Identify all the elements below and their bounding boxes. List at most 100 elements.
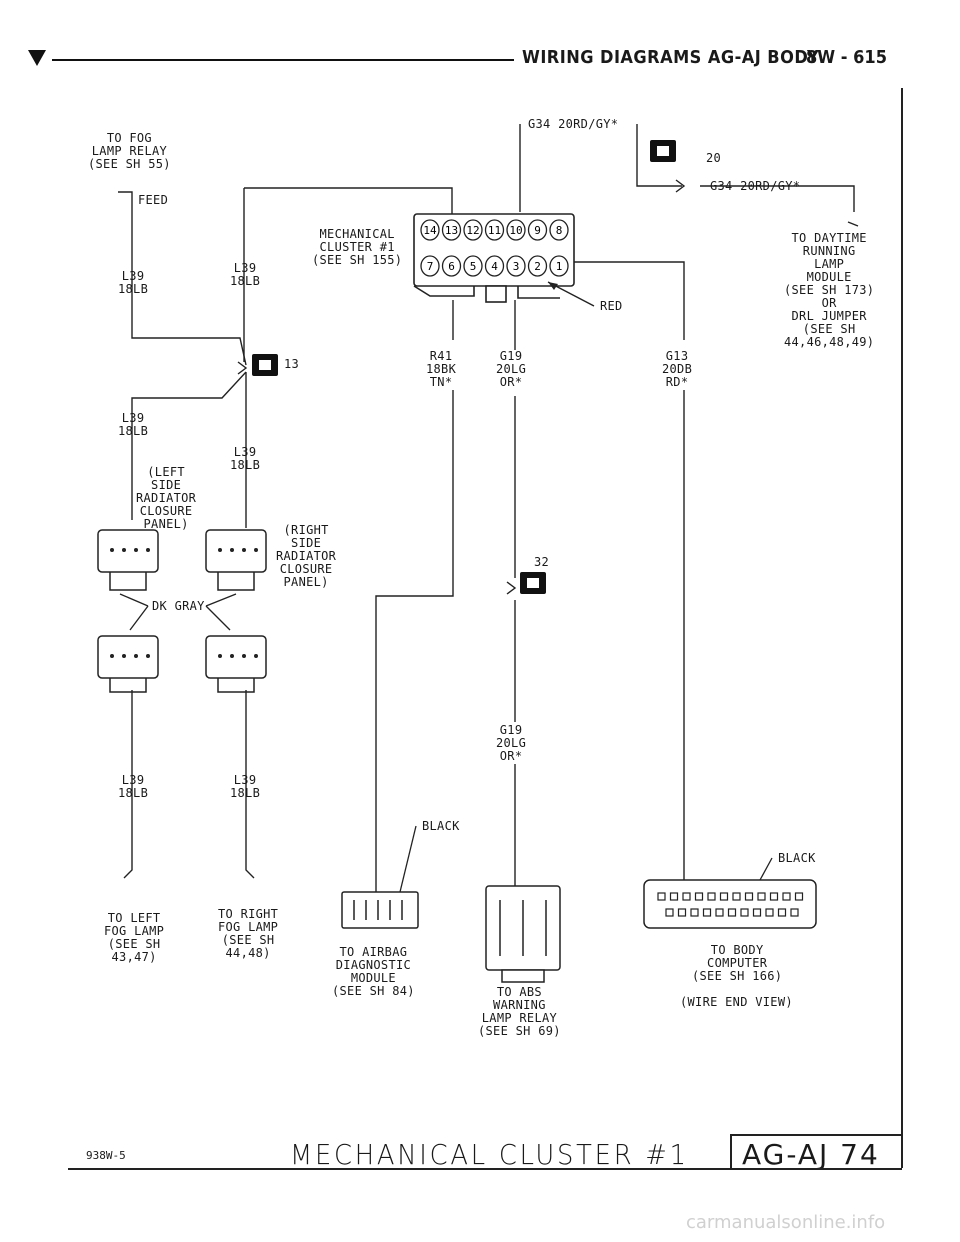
wire-cluster-top bbox=[244, 187, 453, 218]
body-computer-connector bbox=[643, 879, 817, 929]
wire-l39-feed bbox=[118, 191, 247, 366]
diagram-frame bbox=[68, 88, 903, 1168]
connector-pin bbox=[527, 255, 548, 277]
connector-pin bbox=[549, 255, 569, 277]
connector-cavity bbox=[677, 908, 687, 917]
connector-cavity bbox=[782, 892, 791, 901]
label-g34-right: G34 20RD/GY* bbox=[710, 179, 801, 193]
label-black-body: BLACK bbox=[778, 851, 816, 865]
connector-pin-label: 1 bbox=[556, 260, 563, 273]
label-g13: G13 20DB RD* bbox=[662, 349, 693, 389]
label-l39-left-top: L39 18LB bbox=[118, 269, 149, 296]
page-header: WIRING DIAGRAMS AG-AJ BODY 8W - 615 bbox=[0, 38, 960, 78]
label-feed: FEED bbox=[138, 193, 169, 207]
label-black-airbag: BLACK bbox=[422, 819, 460, 833]
label-g19-top: G19 20LG OR* bbox=[496, 349, 527, 389]
label-splice-13: 13 bbox=[284, 357, 300, 371]
connector-cavity bbox=[752, 908, 762, 917]
watermark: carmanualsonline.info bbox=[686, 1212, 886, 1233]
label-splice-32: 32 bbox=[534, 555, 550, 569]
footer-code: AG-AJ 74 bbox=[742, 1138, 880, 1171]
footer-reference: 938W-5 bbox=[86, 1149, 126, 1162]
connector-cavity bbox=[665, 908, 674, 917]
connector-pin bbox=[527, 219, 548, 241]
abs-connector bbox=[485, 885, 561, 983]
connector-pin-label: 10 bbox=[509, 224, 522, 237]
triangle-icon bbox=[28, 50, 46, 66]
connector-pin bbox=[484, 255, 505, 277]
connector-pin bbox=[441, 219, 462, 241]
connector-pin-label: 4 bbox=[491, 260, 498, 273]
label-to-body-computer: TO BODY COMPUTER (SEE SH 166) bbox=[692, 943, 783, 983]
wire-g34-right bbox=[700, 185, 855, 212]
footer-code-box bbox=[730, 1134, 902, 1170]
connector-pin bbox=[463, 255, 483, 277]
connector-cavity bbox=[794, 892, 804, 901]
connector-pin-label: 14 bbox=[423, 224, 437, 237]
wire-g13 bbox=[570, 261, 685, 340]
connector-cavity bbox=[769, 892, 779, 901]
label-g19-bottom: G19 20LG OR* bbox=[496, 723, 527, 763]
label-r41: R41 18BK TN* bbox=[426, 349, 457, 389]
connector-pin bbox=[420, 255, 440, 277]
label-to-daytime: TO DAYTIME RUNNING LAMP MODULE (SEE SH 1… bbox=[784, 231, 875, 349]
connector-cavity bbox=[732, 892, 741, 901]
connector-cavity bbox=[657, 892, 666, 901]
connector-cavity bbox=[694, 892, 704, 901]
connector-cavity bbox=[777, 908, 787, 917]
connector-pin bbox=[506, 255, 526, 277]
label-g34-top: G34 20RD/GY* bbox=[528, 117, 619, 131]
fog-connectors bbox=[97, 529, 267, 693]
wire-splice13-out bbox=[131, 371, 247, 520]
connector-pin-label: 7 bbox=[427, 260, 434, 273]
connector-cavity bbox=[690, 908, 699, 917]
connector-pin bbox=[463, 219, 483, 241]
label-l39-center-top: L39 18LB bbox=[230, 261, 261, 288]
connector-cavity bbox=[727, 908, 737, 917]
wire-g34-drop bbox=[636, 124, 682, 187]
connector-pin-label: 11 bbox=[488, 224, 501, 237]
label-to-airbag: TO AIRBAG DIAGNOSTIC MODULE (SEE SH 84) bbox=[332, 945, 415, 998]
label-red: RED bbox=[600, 299, 623, 313]
footer-rule bbox=[68, 1168, 902, 1170]
wire-right-lower bbox=[245, 690, 255, 879]
label-to-right-fog: TO RIGHT FOG LAMP (SEE SH 44,48) bbox=[218, 907, 279, 960]
connector-pin-label: 12 bbox=[466, 224, 479, 237]
header-title: WIRING DIAGRAMS AG-AJ BODY bbox=[522, 47, 820, 68]
label-wire-end-view: (WIRE END VIEW) bbox=[680, 995, 793, 1009]
connector-cavity bbox=[790, 908, 799, 917]
connector-pin-label: 6 bbox=[448, 260, 455, 273]
label-l39-center-mid: L39 18LB bbox=[230, 445, 261, 472]
label-splice-20: 20 bbox=[706, 151, 722, 165]
header-page-number: 8W - 615 bbox=[806, 47, 887, 68]
connector-pin-label: 9 bbox=[534, 224, 541, 237]
connector-pin bbox=[506, 219, 526, 241]
connector-pin bbox=[484, 219, 505, 241]
airbag-connector bbox=[341, 891, 419, 929]
label-l39-left-bot: L39 18LB bbox=[118, 773, 149, 800]
label-to-abs: TO ABS WARNING LAMP RELAY (SEE SH 69) bbox=[478, 985, 561, 1038]
label-to-left-fog: TO LEFT FOG LAMP (SEE SH 43,47) bbox=[104, 911, 165, 964]
connector-pin-label: 5 bbox=[470, 260, 477, 273]
label-right-panel: (RIGHT SIDE RADIATOR CLOSURE PANEL) bbox=[276, 523, 337, 589]
label-l39-left-mid: L39 18LB bbox=[118, 411, 149, 438]
header-rule bbox=[52, 59, 514, 61]
connector-cavity bbox=[765, 908, 774, 917]
connector-pin-label: 13 bbox=[445, 224, 458, 237]
connector-cavity bbox=[740, 908, 749, 917]
connector-pin bbox=[441, 255, 462, 277]
connector-pin-label: 2 bbox=[534, 260, 541, 273]
label-mechanical-cluster: MECHANICAL CLUSTER #1 (SEE SH 155) bbox=[312, 227, 403, 267]
wire-left-lower bbox=[123, 690, 133, 879]
connector-pin-label: 3 bbox=[513, 260, 520, 273]
label-to-fog-lamp-relay: TO FOG LAMP RELAY (SEE SH 55) bbox=[88, 131, 171, 171]
connector-cavity bbox=[682, 892, 691, 901]
connector-cavity bbox=[715, 908, 724, 917]
label-left-panel: (LEFT SIDE RADIATOR CLOSURE PANEL) bbox=[136, 465, 197, 531]
connector-cavity bbox=[669, 892, 679, 901]
connector-pin bbox=[549, 219, 569, 241]
connector-cavity bbox=[702, 908, 712, 917]
connector-cavity bbox=[744, 892, 754, 901]
connector-cavity bbox=[719, 892, 729, 901]
